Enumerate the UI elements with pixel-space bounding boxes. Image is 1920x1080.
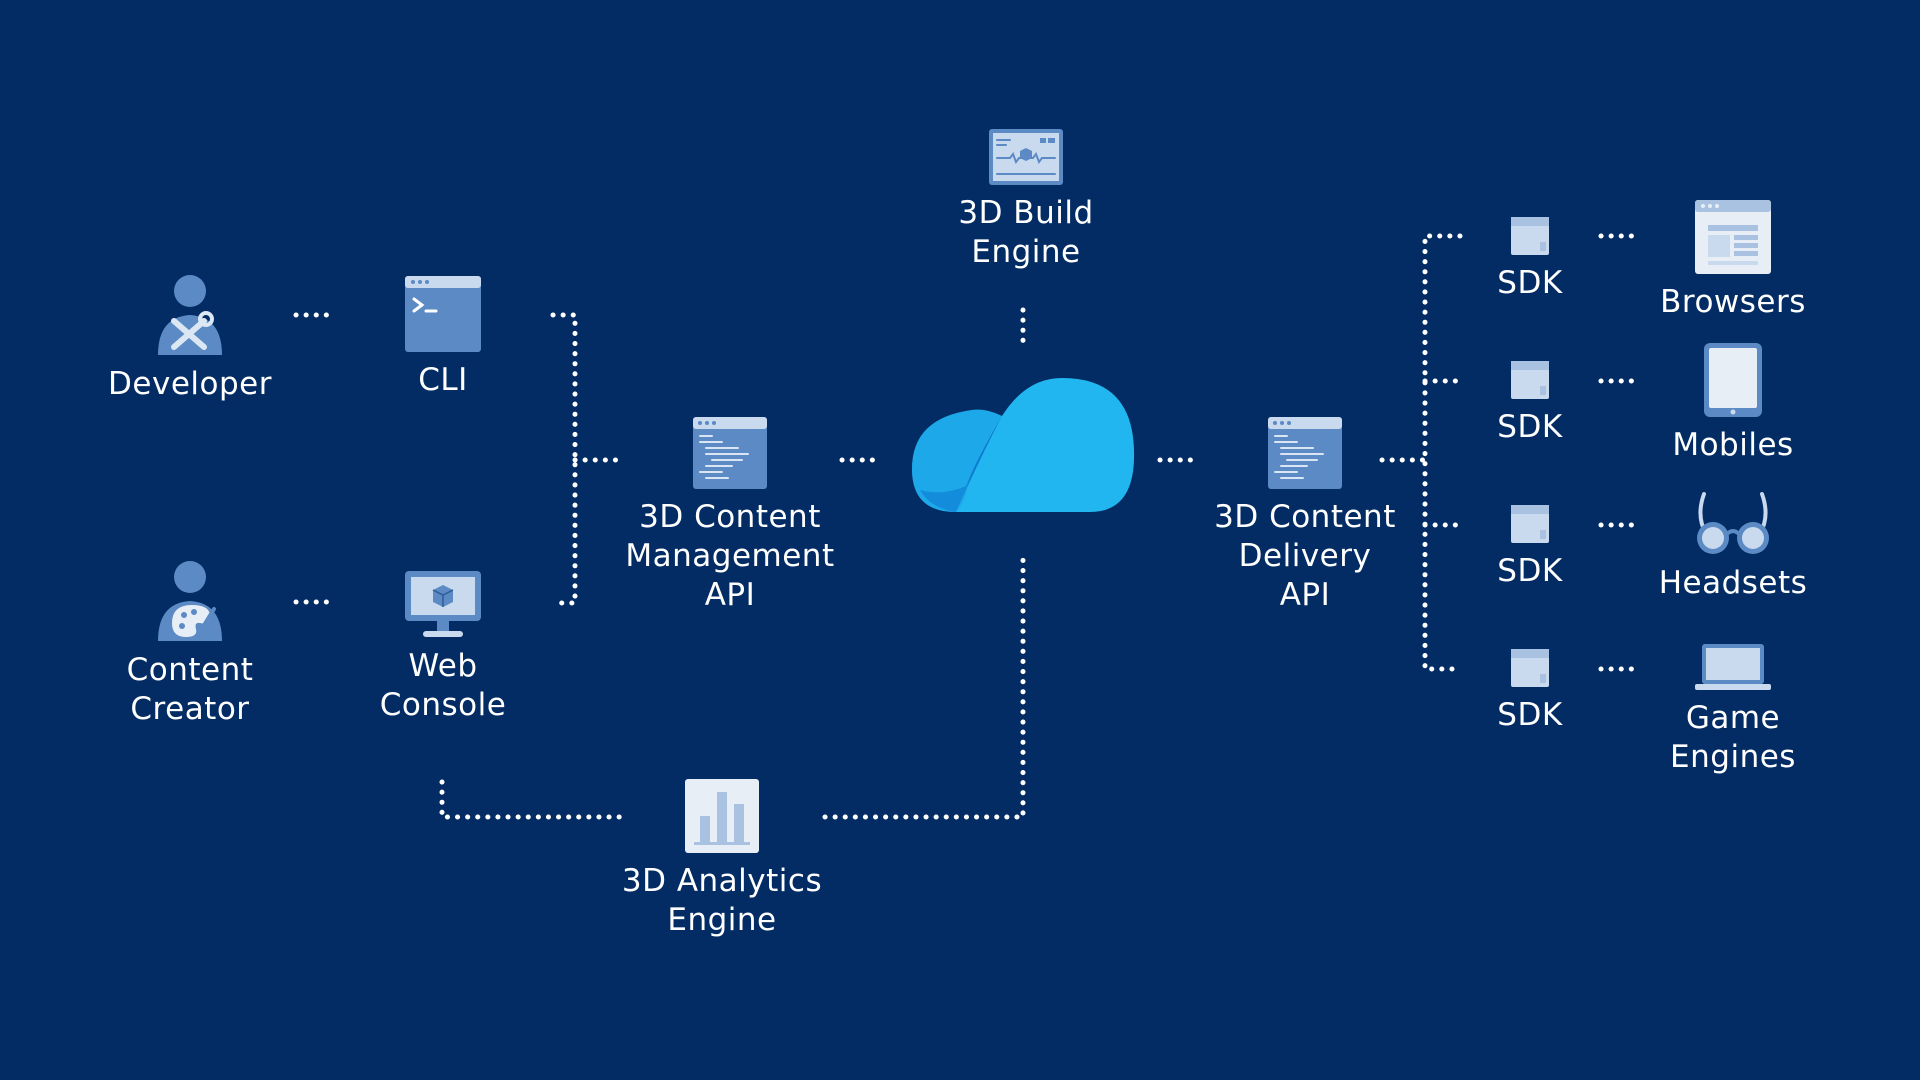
content-creator-label: Content Creator <box>127 651 254 729</box>
game-engines-label-line-1: Game <box>1685 700 1781 736</box>
node-headsets: Headsets <box>1643 490 1823 603</box>
node-web-console: Web Console <box>343 569 543 725</box>
bar-chart-icon <box>685 779 759 853</box>
vr-glasses-icon <box>1697 492 1769 554</box>
connector-webconsole-analytics <box>439 779 625 820</box>
management-api-label-line-2: Management <box>625 538 835 574</box>
cli-label-line-1: CLI <box>418 362 468 398</box>
node-content-creator: Content Creator <box>90 559 290 729</box>
node-management-api: 3D Content Management API <box>610 416 850 615</box>
web-console-label: Web Console <box>380 647 507 725</box>
sdk-3-label: SDK <box>1497 552 1562 591</box>
sdk-4-label-line-1: SDK <box>1497 697 1563 733</box>
node-sdk-2: SDK <box>1460 360 1600 447</box>
management-api-label: 3D Content Management API <box>625 498 834 615</box>
web-console-label-line-2: Console <box>379 687 507 723</box>
cli-label: CLI <box>418 361 468 400</box>
node-mobiles: Mobiles <box>1643 342 1823 465</box>
node-build-engine: 3D Build Engine <box>906 128 1146 272</box>
node-analytics-engine: 3D Analytics Engine <box>602 778 842 940</box>
browser-window-icon <box>1695 200 1771 274</box>
node-cli: CLI <box>343 275 543 400</box>
web-console-label-line-1: Web <box>408 648 478 684</box>
build-engine-label-line-1: 3D Build <box>958 195 1094 231</box>
content-creator-label-line-2: Creator <box>130 691 250 727</box>
tablet-icon <box>1704 343 1762 417</box>
delivery-api-label-line-2: Delivery <box>1238 538 1372 574</box>
management-api-label-line-3: API <box>704 577 756 613</box>
connector-sdk-bracket <box>1422 233 1463 672</box>
mobiles-label: Mobiles <box>1672 426 1793 465</box>
game-engines-label-line-2: Engines <box>1670 739 1796 775</box>
node-sdk-4: SDK <box>1460 648 1600 735</box>
sdk-1-label-line-1: SDK <box>1497 265 1563 301</box>
build-engine-label: 3D Build Engine <box>958 194 1093 272</box>
developer-icon <box>158 275 222 355</box>
node-developer: Developer <box>90 273 290 404</box>
sdk-2-label-line-1: SDK <box>1497 409 1563 445</box>
sdk-1-label: SDK <box>1497 264 1562 303</box>
analytics-engine-label: 3D Analytics Engine <box>622 862 822 940</box>
node-cloud <box>910 376 1136 518</box>
headsets-label: Headsets <box>1659 564 1808 603</box>
management-api-label-line-1: 3D Content <box>639 499 821 535</box>
sdk-3-label-line-1: SDK <box>1497 553 1563 589</box>
sdk-1-package-box-icon <box>1511 217 1549 255</box>
build-engine-label-line-2: Engine <box>971 234 1081 270</box>
mobiles-label-line-1: Mobiles <box>1672 427 1794 463</box>
content-creator-label-line-1: Content <box>126 652 254 688</box>
management-api-code-window-icon <box>693 417 767 489</box>
delivery-api-label: 3D Content Delivery API <box>1214 498 1396 615</box>
analytics-engine-label-line-1: 3D Analytics <box>621 863 823 899</box>
node-browsers: Browsers <box>1643 199 1823 322</box>
connector-analytics-cloud <box>822 550 1026 820</box>
developer-label: Developer <box>108 365 272 404</box>
sdk-2-label: SDK <box>1497 408 1562 447</box>
browsers-label: Browsers <box>1660 283 1806 322</box>
node-delivery-api: 3D Content Delivery API <box>1185 416 1425 615</box>
content-creator-icon <box>158 561 222 641</box>
node-sdk-3: SDK <box>1460 504 1600 591</box>
cli-terminal-icon <box>405 276 481 352</box>
web-console-monitor-icon <box>405 571 481 637</box>
delivery-api-label-line-1: 3D Content <box>1214 499 1396 535</box>
build-engine-icon <box>989 129 1063 185</box>
game-engines-label: Game Engines <box>1670 699 1796 777</box>
sdk-2-package-box-icon <box>1511 361 1549 399</box>
cloud-icon <box>912 378 1135 512</box>
sdk-4-label: SDK <box>1497 696 1562 735</box>
connector-inputs-bracket <box>550 312 578 606</box>
analytics-engine-label-line-2: Engine <box>667 902 777 938</box>
sdk-4-package-box-icon <box>1511 649 1549 687</box>
browsers-label-line-1: Browsers <box>1660 284 1806 320</box>
delivery-api-code-window-icon <box>1268 417 1342 489</box>
node-sdk-1: SDK <box>1460 216 1600 303</box>
laptop-icon <box>1695 644 1771 690</box>
developer-label-line-1: Developer <box>108 366 272 402</box>
node-game-engines: Game Engines <box>1643 643 1823 777</box>
headsets-label-line-1: Headsets <box>1658 565 1808 601</box>
delivery-api-label-line-3: API <box>1279 577 1331 613</box>
sdk-3-package-box-icon <box>1511 505 1549 543</box>
